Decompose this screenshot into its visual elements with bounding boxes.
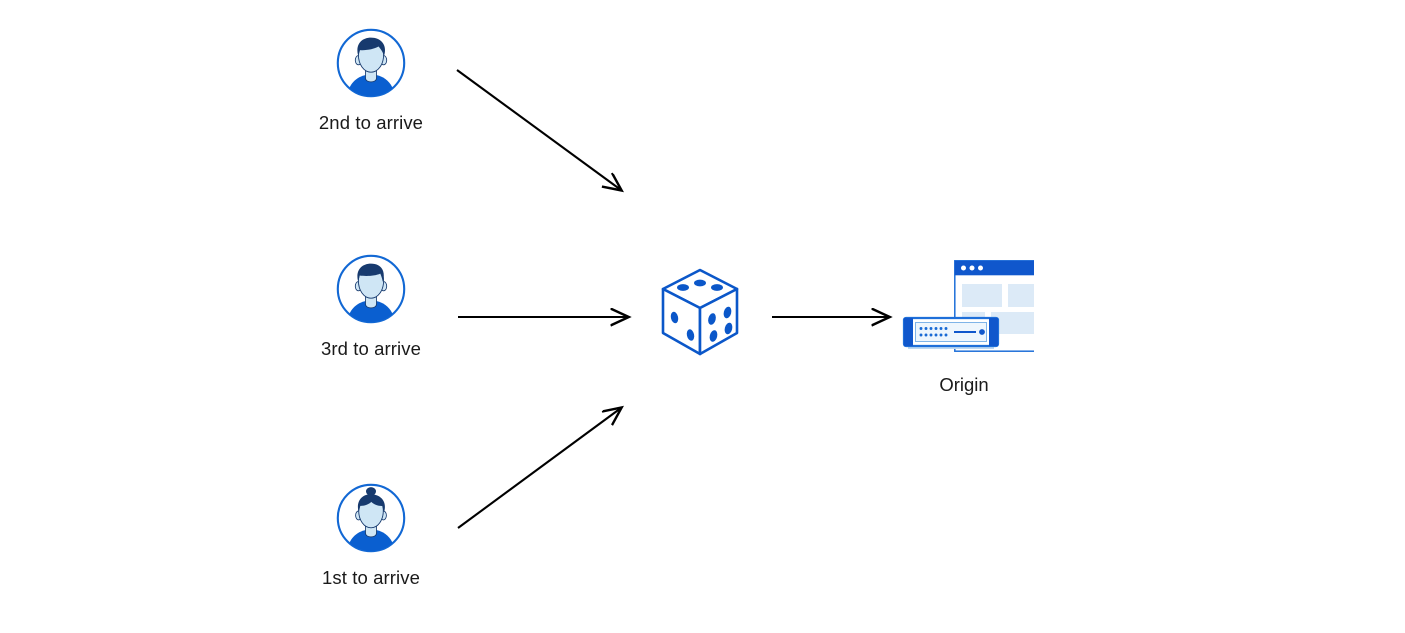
user-avatar-male-icon xyxy=(335,253,407,325)
origin-label: Origin xyxy=(939,374,989,395)
user-3rd-label: 3rd to arrive xyxy=(320,338,421,359)
user-avatar-female-icon xyxy=(335,482,407,554)
node-user-2nd[interactable]: 2nd to arrive xyxy=(291,27,451,134)
node-origin[interactable]: Origin xyxy=(869,256,1059,396)
origin-server-icon xyxy=(894,256,1052,360)
arrow-2nd-to-dice xyxy=(456,69,621,190)
node-user-1st[interactable]: 1st to arrive xyxy=(291,482,451,589)
server-appliance-glyph xyxy=(902,316,1000,349)
user-1st-label: 1st to arrive xyxy=(322,567,420,588)
user-2nd-label: 2nd to arrive xyxy=(318,112,424,133)
node-dice[interactable] xyxy=(657,265,743,359)
user-avatar-male-icon xyxy=(335,27,407,99)
node-user-3rd[interactable]: 3rd to arrive xyxy=(291,253,451,360)
dice-cube-icon xyxy=(657,265,743,359)
arrow-1st-to-dice xyxy=(457,408,621,529)
